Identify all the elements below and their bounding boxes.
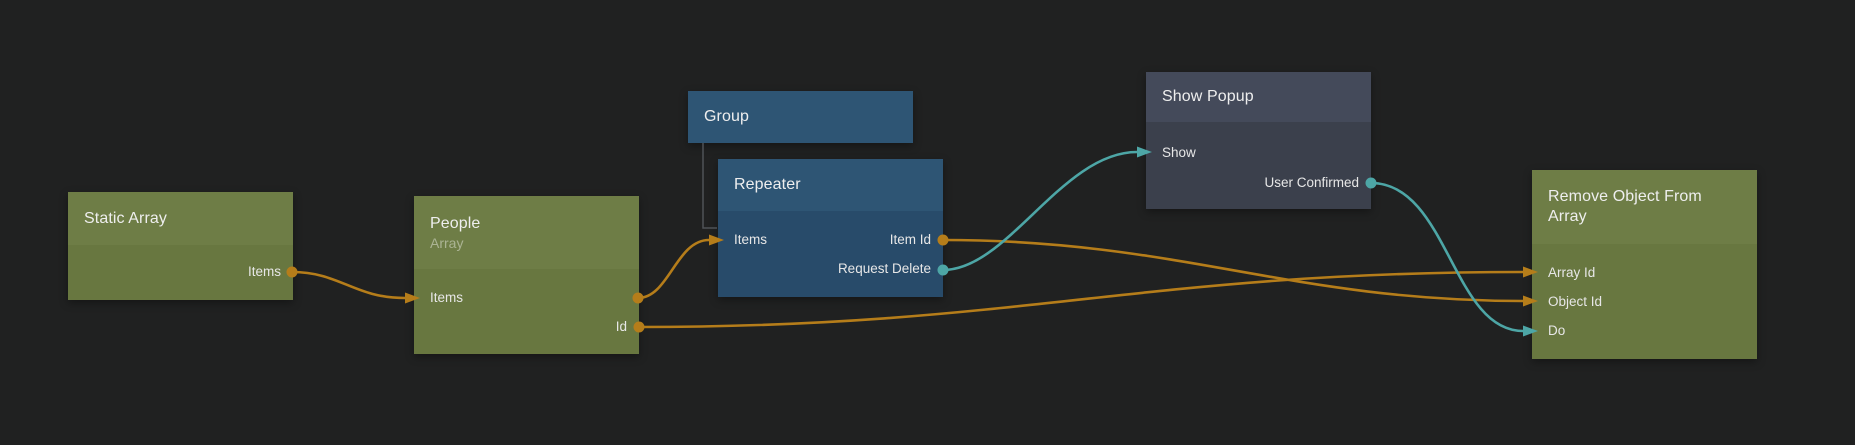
node-static-array-header[interactable]: Static Array <box>68 192 293 245</box>
node-remove-body: Array Id Object Id Do <box>1532 244 1757 359</box>
port-row-items-output[interactable]: Items <box>68 257 293 286</box>
node-title: Show Popup <box>1162 88 1254 106</box>
node-title: People <box>430 214 481 232</box>
node-title: Static Array <box>84 209 168 227</box>
node-static-array[interactable]: Static Array Items <box>68 192 293 300</box>
node-group[interactable]: Group <box>688 91 913 143</box>
port-label-item-id: Item Id <box>889 232 931 247</box>
node-show-popup-header[interactable]: Show Popup <box>1146 72 1371 122</box>
node-title: Remove Object From Array <box>1548 188 1702 225</box>
port-row-show[interactable]: Show <box>1146 137 1371 167</box>
wire-repeater-itemid-to-remove-objectid[interactable] <box>942 238 1524 303</box>
node-remove-header[interactable]: Remove Object From Array <box>1532 170 1757 244</box>
wire-staticarray-items-to-people-items[interactable] <box>291 270 406 300</box>
port-row-array-id[interactable]: Array Id <box>1532 258 1757 287</box>
node-people-array[interactable]: People Array Items Id <box>414 196 639 354</box>
port-row-id-output[interactable]: Id <box>414 312 639 341</box>
node-repeater[interactable]: Repeater Items Item Id Request Delete <box>718 159 943 297</box>
node-group-header[interactable]: Group <box>688 91 913 143</box>
node-title: Group <box>704 108 749 126</box>
port-label: Id <box>615 319 627 334</box>
port-label: Array Id <box>1548 265 1596 280</box>
node-static-array-body: Items <box>68 245 293 300</box>
node-repeater-body: Items Item Id Request Delete <box>718 211 943 297</box>
node-subtitle: Array <box>430 235 464 252</box>
node-people-header[interactable]: People Array <box>414 196 639 269</box>
port-label-items: Items <box>734 232 768 247</box>
wire-repeater-requestdelete-to-showpopup-show[interactable] <box>942 150 1138 272</box>
port-row-object-id[interactable]: Object Id <box>1532 287 1757 316</box>
node-remove-object-from-array[interactable]: Remove Object From Array Array Id Object… <box>1532 170 1757 359</box>
wire-showpopup-userconfirmed-to-remove-do[interactable] <box>1370 181 1524 333</box>
port-row-items[interactable]: Items <box>414 283 639 312</box>
node-show-popup-body: Show User Confirmed <box>1146 122 1371 209</box>
port-label: Show <box>1162 144 1196 160</box>
port-row-do[interactable]: Do <box>1532 316 1757 345</box>
node-repeater-header[interactable]: Repeater <box>718 159 943 211</box>
node-people-body: Items Id <box>414 269 639 354</box>
port-label: Object Id <box>1548 294 1603 309</box>
port-label: Do <box>1548 323 1566 338</box>
port-row-user-confirmed[interactable]: User Confirmed <box>1146 167 1371 197</box>
port-row-items-itemid[interactable]: Items Item Id <box>718 225 943 254</box>
port-label: Items <box>247 264 281 279</box>
parent-child-line-group-repeater <box>702 143 717 229</box>
port-label: Items <box>430 290 464 305</box>
wire-people-id-to-remove-arrayid[interactable] <box>638 270 1524 329</box>
wire-people-items-to-repeater-items[interactable] <box>637 238 710 300</box>
port-label: User Confirmed <box>1264 174 1359 190</box>
port-label: Request Delete <box>837 261 931 276</box>
node-title: Repeater <box>734 176 801 194</box>
port-row-request-delete[interactable]: Request Delete <box>718 254 943 283</box>
node-show-popup[interactable]: Show Popup Show User Confirmed <box>1146 72 1371 209</box>
